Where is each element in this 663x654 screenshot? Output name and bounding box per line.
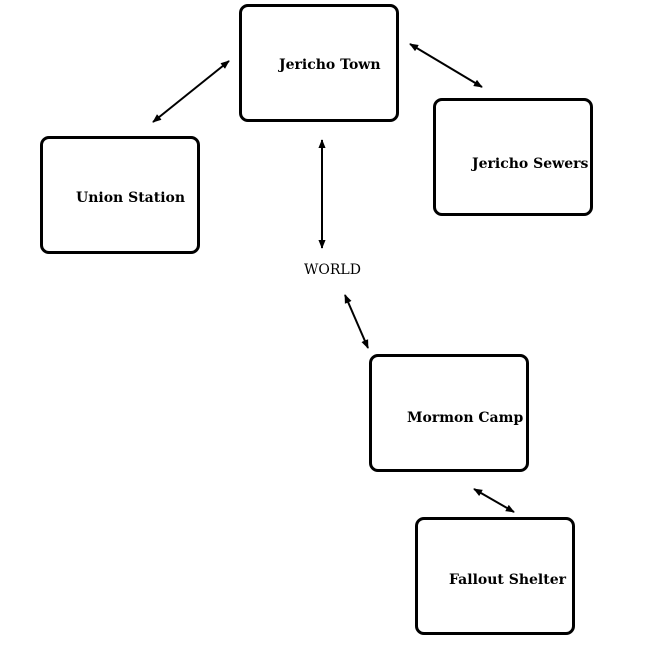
arrow-mormon-camp-fallout-shelter <box>473 488 515 513</box>
arrow-jericho-town-jericho-sewers <box>409 43 483 88</box>
jericho-town-label: Jericho Town <box>279 57 381 73</box>
fallout-shelter-label: Fallout Shelter <box>449 572 567 588</box>
mormon-camp-label: Mormon Camp <box>407 410 524 426</box>
world-node-label: WORLD <box>304 262 361 278</box>
arrow-jericho-town-union-station <box>152 60 230 123</box>
jericho-sewers-label: Jericho Sewers <box>472 156 589 172</box>
mormon-camp-node: Mormon Camp <box>369 354 529 472</box>
union-station-node: Union Station <box>40 136 200 254</box>
fallout-shelter-node: Fallout Shelter <box>415 517 575 635</box>
jericho-sewers-node: Jericho Sewers <box>433 98 593 216</box>
jericho-town-node: Jericho Town <box>239 4 399 122</box>
union-station-label: Union Station <box>76 190 186 206</box>
arrow-world-mormon-camp <box>344 294 369 349</box>
